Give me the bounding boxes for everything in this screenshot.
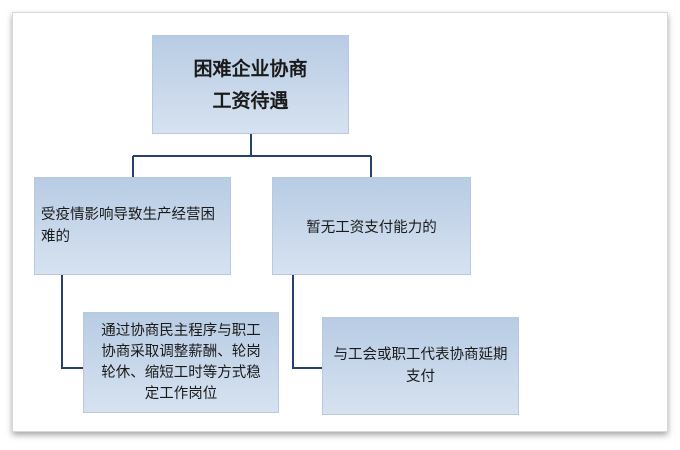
root-node-label: 困难企业协商 工资待遇 (193, 57, 308, 112)
no-wage-ability-node: 暂无工资支付能力的 (272, 177, 471, 275)
connector-right-mid-to-leaf (292, 275, 322, 369)
adjust-measures-label: 通过协商民主程序与职工 协商采取调整薪酬、轮岗 轮休、缩短工时等方式稳 定工作岗… (101, 322, 261, 402)
root-node: 困难企业协商 工资待遇 (152, 35, 349, 134)
affected-by-epidemic-label: 受疫情影响导致生产经营困 难的 (41, 207, 215, 245)
adjust-measures-node: 通过协商民主程序与职工 协商采取调整薪酬、轮岗 轮休、缩短工时等方式稳 定工作岗… (83, 312, 279, 413)
connector-left-mid-to-leaf (61, 275, 83, 369)
affected-by-epidemic-node: 受疫情影响导致生产经营困 难的 (34, 177, 231, 275)
no-wage-ability-label: 暂无工资支付能力的 (306, 219, 437, 236)
deferred-payment-node: 与工会或职工代表协商延期 支付 (322, 317, 519, 415)
deferred-payment-label: 与工会或职工代表协商延期 支付 (333, 347, 508, 385)
